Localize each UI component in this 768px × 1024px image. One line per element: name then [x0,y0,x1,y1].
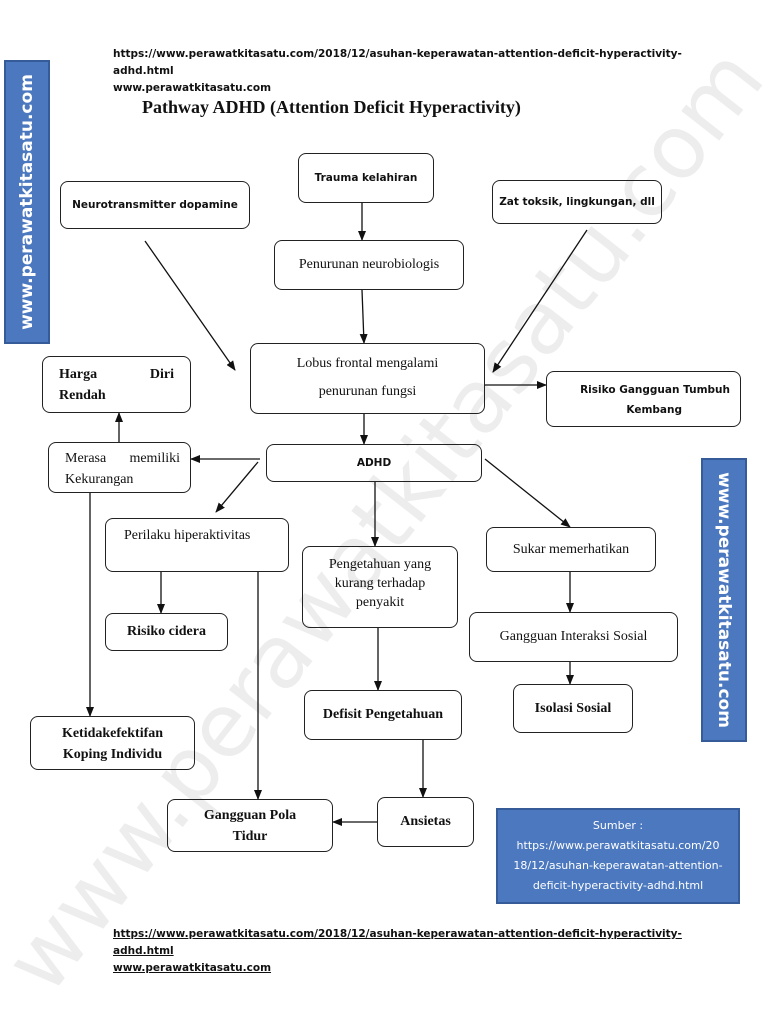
source-line1[interactable]: https://www.perawatkitasatu.com/20 [516,839,720,852]
header-url-line2[interactable]: adhd.html [113,65,174,77]
source-box: Sumber : https://www.perawatkitasatu.com… [496,808,740,904]
page-title: Pathway ADHD (Attention Deficit Hyperact… [142,97,521,117]
side-banner-left: www.perawatkitasatu.com [4,60,50,344]
footer-url-line2[interactable]: adhd.html [113,945,174,957]
node-adhd: ADHD [266,444,482,482]
arrow-neurotransmitter-to-lobus [144,240,236,371]
node-lobus-frontal: Lobus frontal mengalami penurunan fungsi [250,343,485,414]
node-perilaku-hiperaktivitas: Perilaku hiperaktivitas [105,518,289,572]
node-isolasi-sosial: Isolasi Sosial [513,684,633,733]
node-gangguan-pola-tidur: Gangguan Pola Tidur [167,799,333,852]
node-pengetahuan-kurang: Pengetahuan yang kurang terhadap penyaki… [302,546,458,628]
node-neurotransmitter-dopamine: Neurotransmitter dopamine [60,181,250,229]
node-ansietas: Ansietas [377,797,474,847]
arrow-penurunan-to-lobus [359,289,368,344]
header-site[interactable]: www.perawatkitasatu.com [113,82,272,94]
source-label: Sumber : [592,819,644,832]
arrow-adhd-to-sukar [484,458,571,528]
node-zat-toksik: Zat toksik, lingkungan, dll [492,180,662,224]
node-penurunan-neurobiologis: Penurunan neurobiologis [274,240,464,290]
node-ketidakefektifan-koping-individu: Ketidakefektifan Koping Individu [30,716,195,770]
footer-url-line1[interactable]: https://www.perawatkitasatu.com/2018/12/… [113,928,682,940]
arrow-adhd-to-perilaku [215,461,259,513]
side-banner-right: www.perawatkitasatu.com [701,458,747,742]
node-risiko-cidera: Risiko cidera [105,613,228,651]
node-sukar-memerhatikan: Sukar memerhatikan [486,527,656,572]
source-line3[interactable]: deficit-hyperactivity-adhd.html [532,879,704,892]
header-url-line1[interactable]: https://www.perawatkitasatu.com/2018/12/… [113,48,682,60]
node-trauma-kelahiran: Trauma kelahiran [298,153,434,203]
node-risiko-gangguan-tumbuh-kembang: Risiko Gangguan Tumbuh Kembang [546,371,741,427]
header-url[interactable]: https://www.perawatkitasatu.com/2018/12/… [113,46,682,97]
arrow-zattoksik-to-lobus [492,229,588,373]
node-gangguan-interaksi-sosial: Gangguan Interaksi Sosial [469,612,678,662]
footer-site[interactable]: www.perawatkitasatu.com [113,962,272,974]
source-line2[interactable]: 18/12/asuhan-keperawatan-attention- [513,859,723,872]
node-defisit-pengetahuan: Defisit Pengetahuan [304,690,462,740]
footer-url[interactable]: https://www.perawatkitasatu.com/2018/12/… [113,926,682,977]
